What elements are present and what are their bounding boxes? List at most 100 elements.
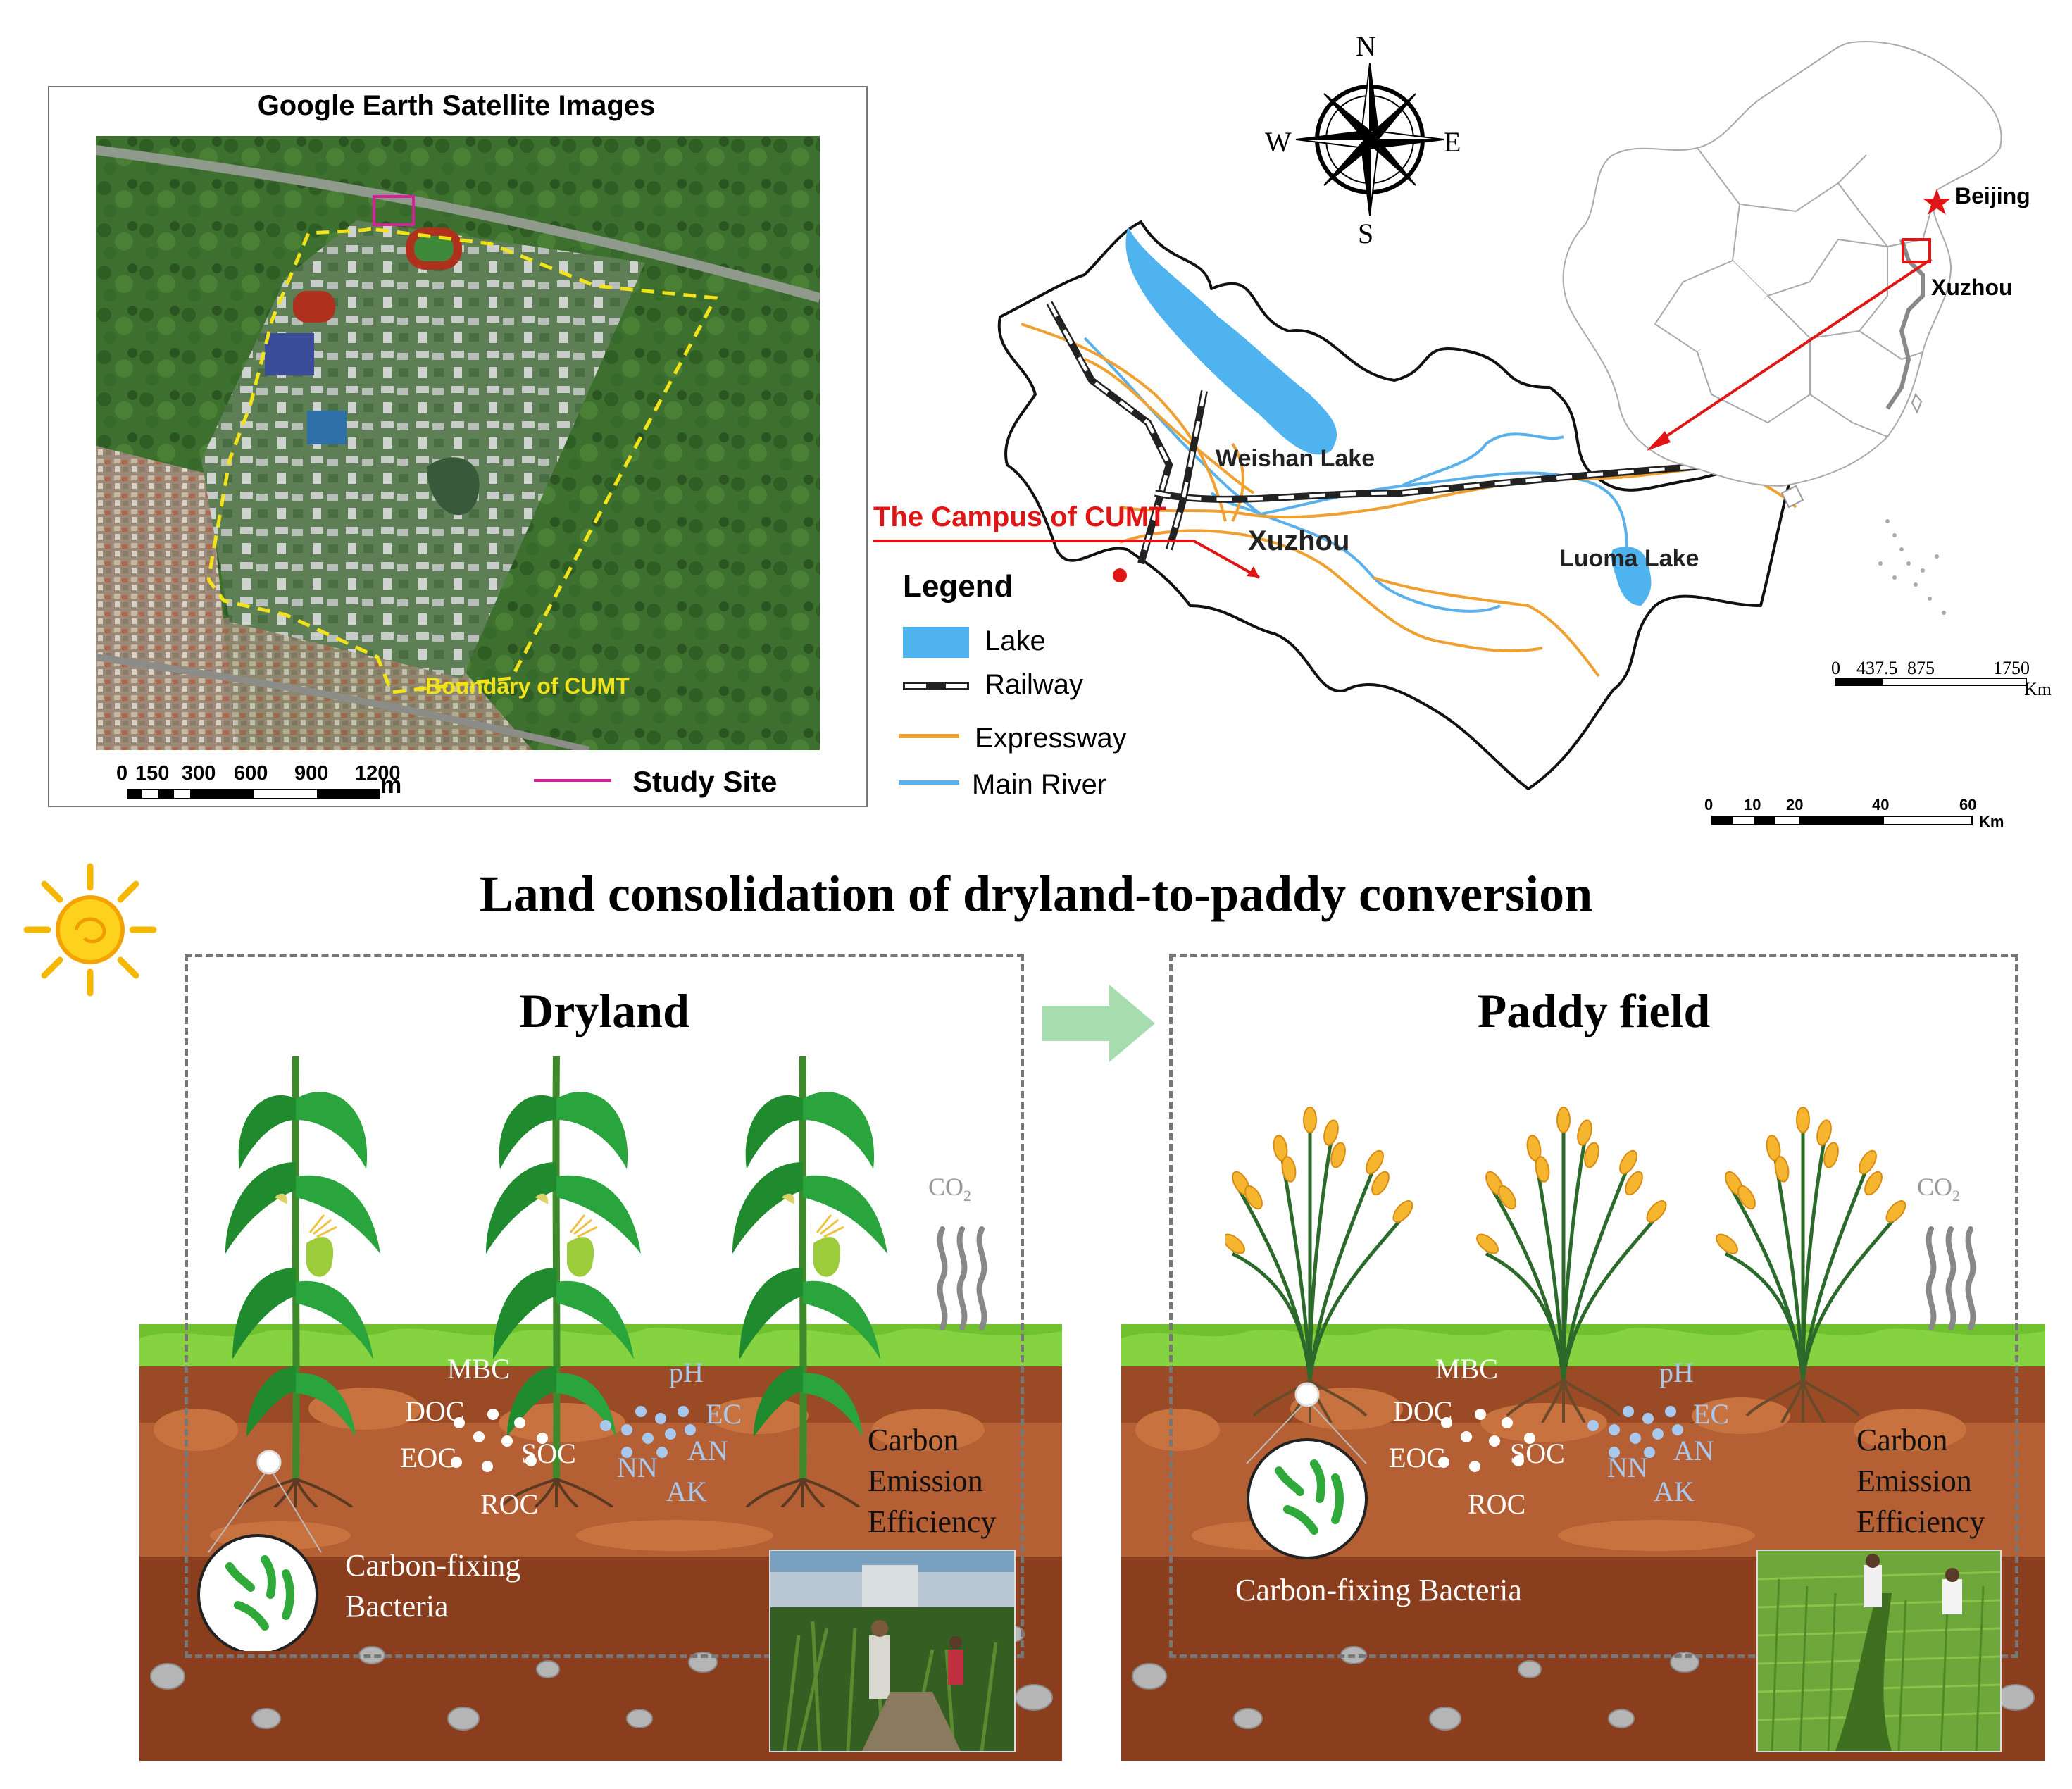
paddy-carbon-efficiency: Carbon Emission Efficiency [1856, 1423, 1985, 1539]
china-map [1562, 41, 2002, 615]
boundary-label: Boundary of CUMT [425, 673, 630, 699]
china-scale-labels: 0 437.5 875 1750 Km [1831, 658, 2057, 700]
regional-scale-labels: 0 10 20 40 60 Km [1704, 796, 2028, 830]
scale-tick: 600 [234, 762, 268, 785]
compass-west: W [1265, 126, 1292, 158]
legend-item-railway: Railway [985, 669, 1084, 700]
indicator-an: AN [687, 1435, 728, 1466]
scale-unit: m [380, 772, 402, 799]
dryland-co2-label: CO2 [928, 1173, 972, 1205]
scale-tick: 150 [135, 762, 170, 785]
scale-tick: 0 [116, 762, 128, 785]
indicator-ec: EC [1693, 1398, 1730, 1430]
dryland-nutrient-dots [451, 1406, 696, 1472]
compass-south: S [1358, 218, 1374, 249]
satellite-scale-bar-graphic [127, 789, 380, 799]
scale-tick: 0 [1704, 796, 1714, 814]
railway-legend-symbol [903, 682, 969, 690]
sun-icon [23, 863, 157, 997]
dryland-bacteria-icon [197, 1450, 322, 1651]
rice-plant [1473, 1107, 1669, 1423]
indicator-ak: AK [1654, 1476, 1695, 1507]
scale-tick: 875 [1907, 658, 1935, 678]
indicator-ak: AK [666, 1476, 707, 1507]
paddy-emission-waves-icon [1926, 1226, 1976, 1330]
indicator-roc: ROC [480, 1488, 539, 1520]
china-scale-bar-graphic [1835, 678, 2027, 686]
corn-plant [225, 1056, 380, 1507]
paddy-nutrient-dots [1438, 1406, 1683, 1472]
scale-tick: 20 [1786, 796, 1804, 814]
xuzhou-city-label: Xuzhou [1248, 525, 1350, 556]
scale-tick: 60 [1959, 796, 1977, 814]
dryland-field-photo [769, 1550, 1016, 1752]
scale-tick: 40 [1872, 796, 1890, 814]
rice-plant [1225, 1107, 1416, 1423]
dryland-bacteria-label: Carbon-fixing Bacteria [345, 1548, 521, 1623]
campus-pointer-line [873, 540, 1260, 579]
beijing-star-icon [1923, 189, 1951, 215]
rice-plants-group [1225, 1099, 1986, 1423]
locator-arrow [1647, 258, 1933, 451]
satellite-scale-bar: 0 150 300 600 900 1200 m [116, 762, 414, 799]
legend-item-main-river: Main River [972, 769, 1107, 800]
conversion-title: Land consolidation of dryland-to-paddy c… [479, 866, 1593, 922]
paddy-co2-label: CO2 [1917, 1173, 1961, 1205]
lake-swatch [903, 627, 969, 658]
beijing-label: Beijing [1955, 183, 2030, 208]
weishan-lake-label: Weishan Lake [1216, 445, 1375, 472]
dryland-title: Dryland [519, 984, 689, 1037]
expressway-legend-symbol [899, 734, 959, 738]
railway-lines [1046, 301, 1775, 565]
scale-tick: 10 [1744, 796, 1761, 814]
legend-item-expressway: Expressway [975, 723, 1127, 754]
corn-plant [732, 1056, 887, 1507]
study-site-box [373, 195, 415, 226]
river-legend-symbol [899, 780, 959, 785]
compass-north: N [1356, 30, 1376, 62]
indicator-an: AN [1673, 1435, 1714, 1466]
indicator-mbc: MBC [1435, 1353, 1498, 1385]
compass-east: E [1444, 126, 1461, 158]
paddy-panel [1169, 954, 2018, 1658]
study-site-label: Study Site [632, 765, 778, 798]
campus-label: The Campus of CUMT [873, 501, 1166, 532]
conversion-arrow-icon [1042, 985, 1155, 1062]
satellite-panel-title: Google Earth Satellite Images [257, 90, 656, 121]
indicator-ph: pH [669, 1357, 704, 1388]
scale-tick: 1750 [1993, 658, 2030, 678]
indicator-eoc: EOC [400, 1442, 456, 1473]
study-site-legend-line [534, 779, 611, 782]
legend-item-lake: Lake [985, 625, 1046, 656]
indicator-roc: ROC [1468, 1488, 1526, 1520]
dryland-carbon-efficiency: Carbon Emission Efficiency [868, 1423, 997, 1539]
indicator-ec: EC [706, 1398, 742, 1430]
paddy-bacteria-label: Carbon-fixing Bacteria [1235, 1573, 1522, 1607]
xuzhou-china-label: Xuzhou [1931, 275, 2013, 300]
xuzhou-regional-map [997, 220, 1797, 790]
scale-tick: 300 [182, 762, 216, 785]
paddy-title: Paddy field [1477, 984, 1711, 1037]
xuzhou-locator-box [1902, 238, 1931, 263]
indicator-mbc: MBC [447, 1353, 510, 1385]
paddy-field-photo [1756, 1550, 2002, 1752]
campus-boundary-line [206, 227, 718, 694]
indicator-ph: pH [1659, 1357, 1694, 1388]
scale-unit: Km [1979, 813, 2004, 830]
scale-tick: 1200 [355, 762, 401, 785]
luoma-lake-label: Luoma Lake [1559, 545, 1699, 572]
rice-plant [1713, 1107, 1909, 1423]
regional-scale-bar-graphic [1711, 816, 1973, 825]
campus-location-dot [1113, 568, 1127, 582]
dryland-panel [185, 954, 1024, 1658]
satellite-image [96, 136, 820, 750]
indicator-eoc: EOC [1389, 1442, 1445, 1473]
paddy-bacteria-icon [1246, 1382, 1368, 1559]
legend-title: Legend [903, 569, 1013, 604]
dryland-emission-waves-icon [937, 1226, 987, 1330]
scale-tick: 0 [1831, 658, 1840, 678]
scale-tick: 437.5 [1856, 658, 1898, 678]
scale-tick: 900 [294, 762, 329, 785]
compass-rose-icon [1295, 63, 1444, 216]
scale-unit: Km [2024, 679, 2052, 699]
